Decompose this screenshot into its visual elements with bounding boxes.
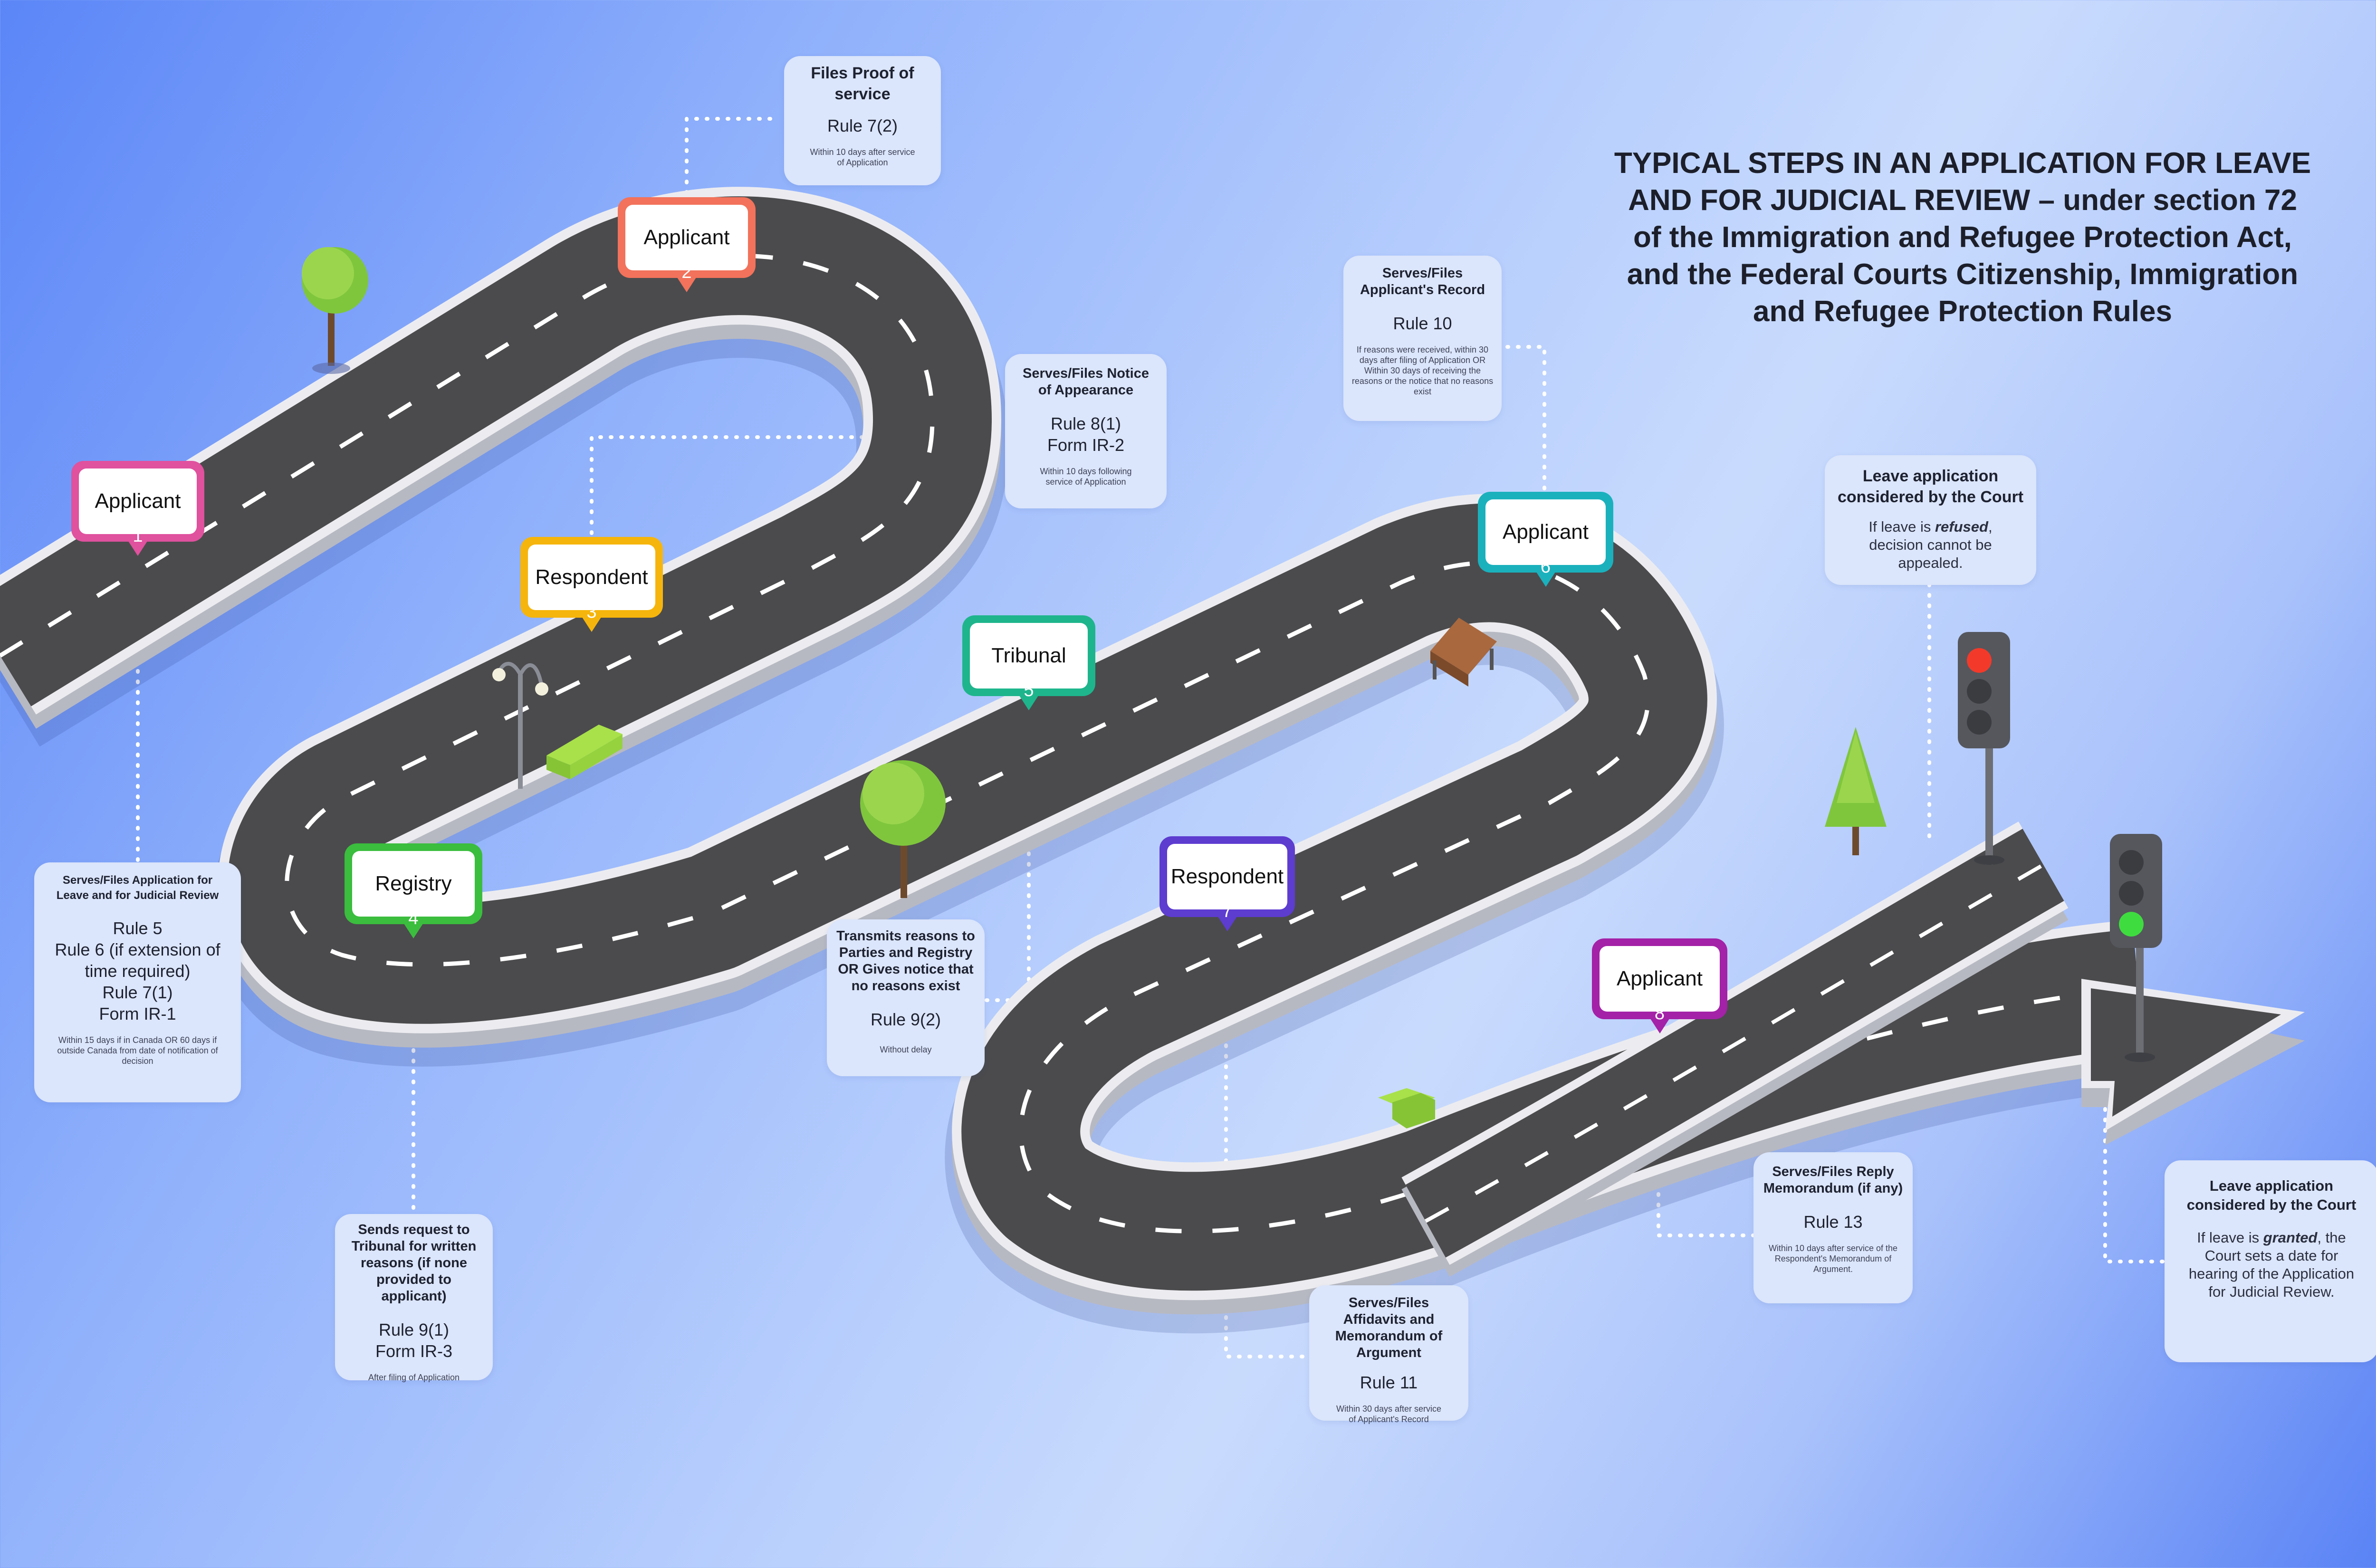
step-note: Within 10 days after service of Applicat… xyxy=(810,147,915,167)
branch-road-lane-markings xyxy=(1425,863,2044,1223)
step-note: Within 30 days after service of Applican… xyxy=(1336,1404,1442,1424)
connector-2 xyxy=(685,117,774,268)
stop-number: 4 xyxy=(408,908,419,928)
step-heading: Files Proof of service xyxy=(811,64,914,103)
stop-label: Applicant xyxy=(1600,946,1720,1012)
tree-icon xyxy=(1825,727,1887,855)
stop-number: 1 xyxy=(133,526,143,546)
step-card-2: Files Proof of service Rule 7(2) Within … xyxy=(784,56,941,185)
stop-label: Respondent xyxy=(528,545,655,610)
step-note: Within 10 days following service of Appl… xyxy=(1040,467,1132,487)
outcome-text-post: , the Court sets a date for hearing of t… xyxy=(2188,1229,2355,1300)
step-note: Within 15 days if in Canada OR 60 days i… xyxy=(57,1035,218,1066)
outcome-emphasis: granted xyxy=(2263,1229,2318,1246)
road-lane-markings xyxy=(0,253,2139,1233)
step-heading: Transmits reasons to Parties and Registr… xyxy=(836,928,975,994)
outcome-text: If leave is granted, the Court sets a da… xyxy=(2165,1229,2376,1301)
stop-marker-6: Applicant 6 xyxy=(1478,492,1613,587)
step-heading: Serves/Files Reply Memorandum (if any) xyxy=(1763,1164,1903,1196)
outcome-text-pre: If leave is xyxy=(2197,1229,2263,1246)
outcome-emphasis: refused xyxy=(1935,518,1988,535)
outcome-text-post: , decision cannot be appealed. xyxy=(1869,518,1993,571)
step-rule: Form IR-3 xyxy=(375,1341,452,1361)
step-card-1: Serves/Files Application for Leave and f… xyxy=(34,862,241,1102)
street-lamp-icon xyxy=(492,661,548,789)
stop-marker-2: Applicant 2 xyxy=(618,197,756,292)
winding-road xyxy=(0,187,2146,1334)
page-title: TYPICAL STEPS IN AN APPLICATION FOR LEAV… xyxy=(1614,147,2311,328)
step-heading: Serves/Files Notice of Appearance xyxy=(1023,366,1149,398)
step-card-4: Sends request to Tribunal for written re… xyxy=(335,1214,493,1382)
stop-number: 6 xyxy=(1540,557,1551,577)
stop-label: Applicant xyxy=(1485,499,1606,565)
stop-number: 2 xyxy=(681,262,692,282)
step-note: Within 10 days after service of the Resp… xyxy=(1768,1243,1898,1274)
stop-marker-7: Respondent 7 xyxy=(1159,836,1295,931)
stop-number: 7 xyxy=(1222,901,1233,921)
bench-icon xyxy=(1430,618,1497,687)
step-rule: Rule 8(1) xyxy=(1050,414,1121,433)
step-rule: Rule 9(2) xyxy=(870,1010,941,1029)
step-heading: Serves/Files Application for Leave and f… xyxy=(56,874,219,902)
traffic-light-icon xyxy=(1958,632,2010,865)
road-arrowhead xyxy=(2081,979,2305,1145)
stop-label: Tribunal xyxy=(970,623,1088,688)
stop-number: 3 xyxy=(586,602,597,622)
stop-marker-4: Registry 4 xyxy=(345,843,482,938)
outcome-text: If leave is refused, decision cannot be … xyxy=(1825,518,2036,572)
outcome-heading: Leave application considered by the Cour… xyxy=(2186,1177,2357,1213)
step-heading: Sends request to Tribunal for written re… xyxy=(351,1222,477,1304)
step-card-6: Serves/Files Applicant's Record Rule 10 … xyxy=(1343,256,1502,421)
hedge-icon xyxy=(546,725,623,779)
outcome-heading: Leave application considered by the Cour… xyxy=(1837,467,2024,506)
step-note: After filing of Application xyxy=(368,1373,460,1382)
step-rule: Rule 9(1) xyxy=(378,1320,450,1339)
tree-icon xyxy=(302,247,368,374)
outcome-text-pre: If leave is xyxy=(1868,518,1935,535)
step-heading: Serves/Files Applicant's Record xyxy=(1360,266,1485,297)
tree-icon xyxy=(860,760,946,898)
outcome-granted-card: Leave application considered by the Cour… xyxy=(2165,1160,2376,1362)
stop-number: 8 xyxy=(1654,1004,1665,1023)
step-rule: Rule 13 xyxy=(1803,1212,1863,1232)
step-card-8: Serves/Files Reply Memorandum (if any) R… xyxy=(1753,1152,1913,1303)
step-rule: Rule 7(2) xyxy=(827,116,898,135)
step-rule: Rule 10 xyxy=(1393,314,1452,333)
stop-marker-3: Respondent 3 xyxy=(520,537,663,632)
step-rule: Rule 6 (if extension of time required) xyxy=(55,940,220,981)
step-card-7: Serves/Files Affidavits and Memorandum o… xyxy=(1309,1285,1468,1424)
stop-number: 5 xyxy=(1024,680,1034,700)
hedge-icon xyxy=(1378,1088,1435,1128)
stop-marker-8: Applicant 8 xyxy=(1592,938,1727,1033)
outcome-refused-card: Leave application considered by the Cour… xyxy=(1825,455,2036,585)
step-rule: Rule 7(1) xyxy=(102,983,173,1002)
connector-7 xyxy=(1224,939,1309,1358)
traffic-light-icon xyxy=(2110,834,2162,1062)
step-rule: Form IR-2 xyxy=(1047,435,1124,455)
stop-label: Respondent xyxy=(1167,844,1287,909)
stop-label: Applicant xyxy=(79,468,197,534)
step-card-3: Serves/Files Notice of Appearance Rule 8… xyxy=(1005,354,1167,508)
step-note: If reasons were received, within 30 days… xyxy=(1351,345,1494,396)
step-rule: Rule 5 xyxy=(113,918,163,938)
stop-label: Applicant xyxy=(625,205,748,270)
step-card-5: Transmits reasons to Parties and Registr… xyxy=(827,919,985,1076)
step-note: Without delay xyxy=(880,1045,932,1054)
stop-marker-1: Applicant 1 xyxy=(71,461,204,556)
stop-label: Registry xyxy=(352,851,475,917)
step-rule: Form IR-1 xyxy=(99,1004,176,1023)
step-rule: Rule 11 xyxy=(1360,1373,1418,1392)
scenery xyxy=(302,247,2162,1128)
stop-marker-5: Tribunal 5 xyxy=(962,615,1095,710)
step-heading: Serves/Files Affidavits and Memorandum o… xyxy=(1335,1295,1443,1360)
